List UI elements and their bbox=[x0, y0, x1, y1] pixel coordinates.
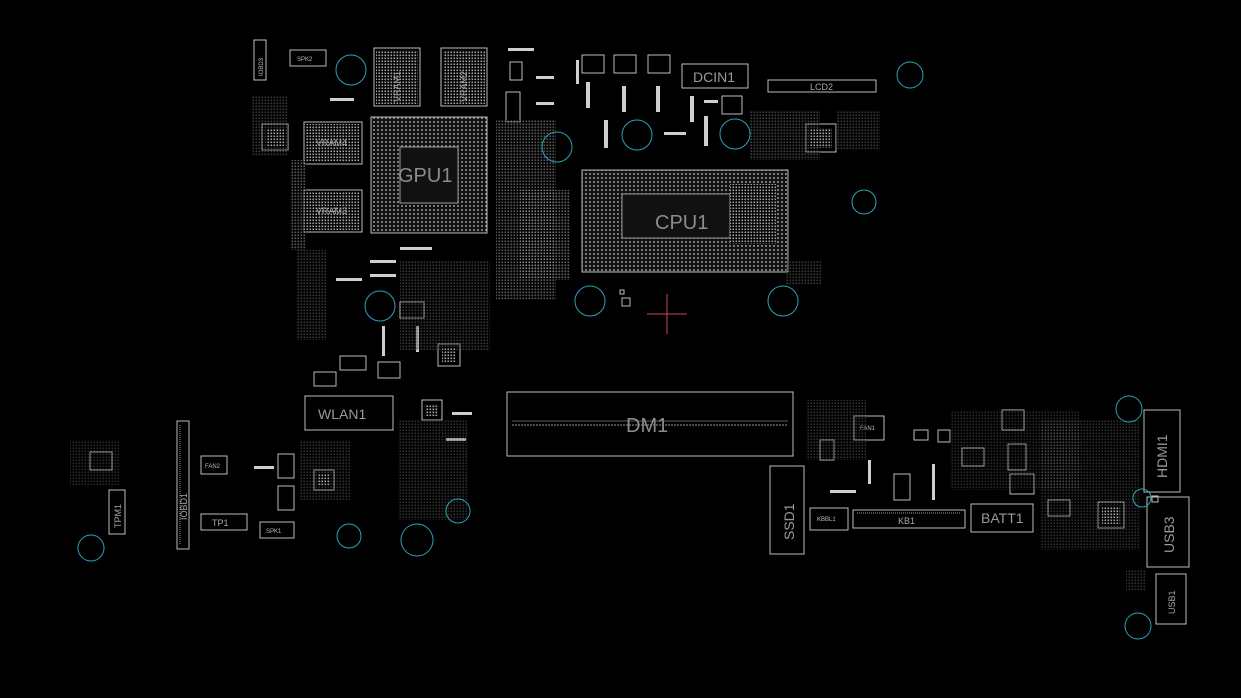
origin-crosshair-icon bbox=[647, 294, 687, 334]
usb3-label: USB3 bbox=[1161, 516, 1177, 553]
spk2-label: SPK2 bbox=[297, 57, 313, 63]
lcd2-connector[interactable]: LCD2 bbox=[767, 79, 877, 93]
ssd1-label: SSD1 bbox=[781, 503, 797, 540]
spk1-label: SPK1 bbox=[266, 529, 282, 535]
iobd3-connector[interactable]: IOBD3 bbox=[253, 39, 267, 81]
kbbl1-label: KBBL1 bbox=[817, 517, 836, 523]
passive-components bbox=[70, 48, 1159, 590]
mounting-hole bbox=[851, 189, 877, 215]
vram3-label: VRAM3 bbox=[316, 206, 347, 216]
vram1-chip[interactable]: VRAM1 bbox=[373, 47, 421, 107]
mounting-hole bbox=[621, 119, 653, 151]
dcin1-connector[interactable]: DCIN1 bbox=[681, 63, 749, 89]
kbbl1-connector[interactable]: KBBL1 bbox=[809, 507, 849, 531]
mounting-hole bbox=[1132, 488, 1152, 508]
mounting-hole bbox=[574, 285, 606, 317]
gpu1-label: GPU1 bbox=[398, 165, 452, 187]
spk1-connector[interactable]: SPK1 bbox=[259, 521, 295, 539]
fan1-label: FAN1 bbox=[860, 426, 876, 432]
vram1-label: VRAM1 bbox=[392, 71, 402, 102]
mounting-hole bbox=[767, 285, 799, 317]
tp1-connector[interactable]: TP1 bbox=[200, 513, 248, 531]
mounting-hole bbox=[336, 523, 362, 549]
tpm1-chip[interactable]: TPM1 bbox=[108, 489, 126, 535]
lcd2-label: LCD2 bbox=[810, 82, 833, 92]
tpm1-label: TPM1 bbox=[113, 504, 123, 528]
usb1-label: USB1 bbox=[1167, 590, 1177, 614]
batt1-label: BATT1 bbox=[981, 510, 1024, 526]
mounting-hole bbox=[541, 131, 573, 163]
vram2-chip[interactable]: VRAM2 bbox=[440, 47, 488, 107]
mounting-hole bbox=[364, 290, 396, 322]
vram4-label: VRAM4 bbox=[316, 138, 347, 148]
kb1-label: KB1 bbox=[898, 516, 915, 526]
ssd1-slot[interactable]: SSD1 bbox=[769, 465, 805, 555]
mounting-hole bbox=[1124, 612, 1152, 640]
usb1-connector[interactable]: USB1 bbox=[1155, 573, 1187, 625]
vram2-label: VRAM2 bbox=[459, 71, 469, 102]
vram3-chip[interactable]: VRAM3 bbox=[303, 189, 363, 233]
spk2-connector[interactable]: SPK2 bbox=[289, 49, 327, 67]
mounting-hole bbox=[77, 534, 105, 562]
cpu1-label: CPU1 bbox=[655, 212, 708, 234]
hdmi1-label: HDMI1 bbox=[1154, 434, 1170, 478]
mounting-hole bbox=[445, 498, 471, 524]
iobd3-label: IOBD3 bbox=[259, 57, 265, 76]
usb3-connector[interactable]: USB3 bbox=[1146, 496, 1190, 568]
batt1-connector[interactable]: BATT1 bbox=[970, 503, 1034, 533]
wlan1-label: WLAN1 bbox=[318, 406, 366, 422]
dcin1-label: DCIN1 bbox=[693, 69, 735, 85]
tp1-label: TP1 bbox=[212, 518, 229, 528]
iobd1-connector[interactable]: IOBD1 bbox=[176, 420, 190, 550]
fan2-connector[interactable]: FAN2 bbox=[200, 455, 228, 475]
mounting-hole bbox=[335, 54, 367, 86]
dm1-label: DM1 bbox=[626, 415, 668, 437]
cpu1-chip[interactable]: CPU1 bbox=[581, 169, 789, 273]
iobd1-label: IOBD1 bbox=[179, 493, 189, 520]
hdmi1-connector[interactable]: HDMI1 bbox=[1143, 409, 1181, 493]
mounting-hole bbox=[1115, 395, 1143, 423]
wlan1-module[interactable]: WLAN1 bbox=[304, 395, 394, 431]
dm1-slot[interactable]: DM1 bbox=[506, 391, 794, 457]
vram4-chip[interactable]: VRAM4 bbox=[303, 121, 363, 165]
gpu1-chip[interactable]: GPU1 bbox=[370, 116, 488, 234]
mounting-holes bbox=[77, 54, 1152, 640]
mounting-hole bbox=[719, 118, 751, 150]
kb1-connector[interactable]: KB1 bbox=[852, 509, 966, 529]
mounting-hole bbox=[400, 523, 434, 557]
mounting-hole bbox=[896, 61, 924, 89]
fan2-label: FAN2 bbox=[205, 464, 221, 470]
